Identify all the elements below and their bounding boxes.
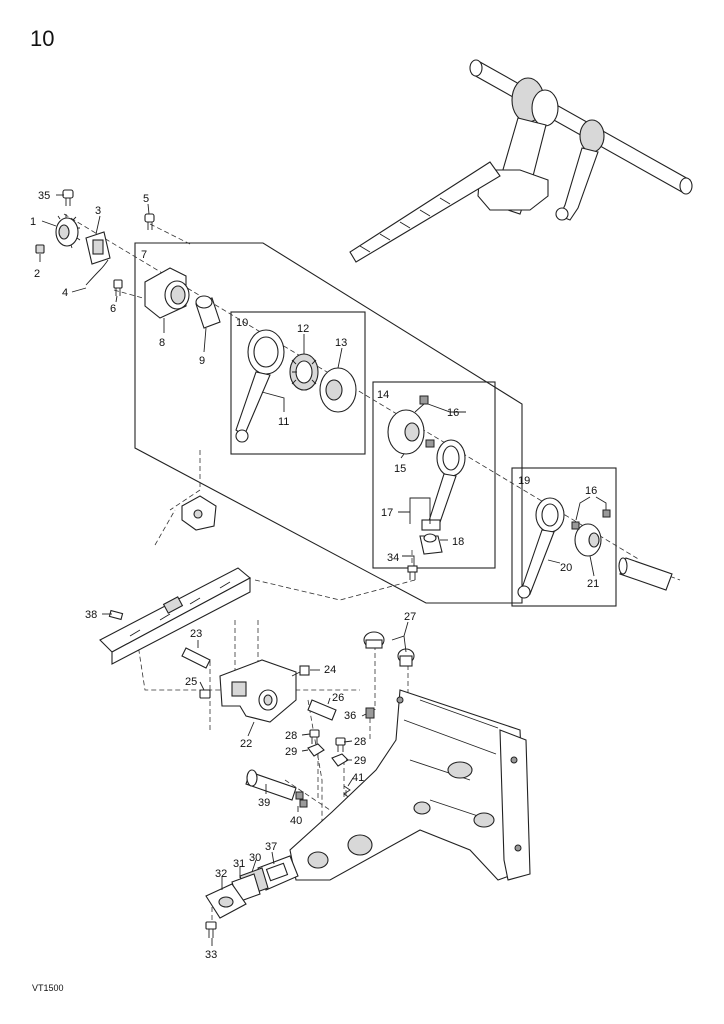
part-28-screw-b [335, 737, 346, 752]
callout-8: 8 [159, 337, 165, 349]
callout-11: 11 [278, 416, 289, 428]
part-5-screw [144, 213, 155, 230]
part-23-pin [181, 647, 211, 669]
callout-20: 20 [560, 562, 572, 574]
part-39-shaft [245, 769, 297, 801]
part-28-screw-a [309, 729, 320, 744]
part-11-conrod [235, 329, 285, 443]
part-38-rail [99, 567, 251, 665]
callout-1: 1 [30, 216, 36, 228]
part-35-screw [62, 189, 74, 206]
part-24-screw [291, 665, 310, 677]
callout-7: 7 [141, 249, 147, 261]
callout-26: 26 [332, 692, 344, 704]
callout-29a: 29 [285, 746, 297, 758]
part-21-collar [571, 509, 611, 557]
part-6-screw [113, 279, 123, 296]
part-8-flange [144, 267, 190, 319]
callout-28b: 28 [354, 736, 366, 748]
part-40-screw [295, 791, 308, 808]
callout-29b: 29 [354, 755, 366, 767]
part-29-nut-a [307, 743, 325, 757]
part-34-screw [407, 565, 418, 580]
part-20-conrod [517, 497, 565, 599]
callout-9: 9 [199, 355, 205, 367]
part-32-cover [205, 883, 247, 919]
callout-21: 21 [587, 578, 599, 590]
callout-19: 19 [518, 475, 530, 487]
callout-37: 37 [265, 841, 277, 853]
part-1-gear [55, 214, 81, 249]
part-3-cover [85, 231, 111, 265]
callout-39: 39 [258, 797, 270, 809]
callout-15: 15 [394, 463, 406, 475]
drawing-code: VT1500 [32, 983, 64, 993]
callout-32: 32 [215, 868, 227, 880]
part-29-nut-b [331, 753, 349, 767]
shaft-end [618, 557, 673, 591]
group-frame-10 [230, 311, 366, 455]
callout-41: 41 [352, 772, 364, 784]
callout-28a: 28 [285, 730, 297, 742]
callout-14: 14 [377, 389, 389, 401]
callout-18: 18 [452, 536, 464, 548]
part-27-pin-a [363, 631, 385, 649]
group-frame-7 [134, 242, 523, 604]
part-13-eccentric [319, 367, 357, 413]
callout-3: 3 [95, 205, 101, 217]
part-36-screw [365, 707, 375, 719]
part-22-bracket [219, 659, 297, 723]
part-25-screw [199, 689, 211, 699]
callout-5: 5 [143, 193, 149, 205]
part-2-setscrew [35, 244, 45, 254]
part-9-bushing [195, 295, 221, 329]
part-27-pin-b [397, 648, 415, 667]
group-frame-14 [372, 381, 496, 569]
callout-40: 40 [290, 815, 302, 827]
callout-16b: 16 [585, 485, 597, 497]
page-number: 10 [30, 26, 55, 51]
part-4-spring-wire [85, 259, 109, 286]
callout-23: 23 [190, 628, 202, 640]
group-frame-19 [511, 467, 617, 607]
callout-33: 33 [205, 949, 217, 961]
callout-36: 36 [344, 710, 356, 722]
callout-34: 34 [387, 552, 399, 564]
bracket-small [181, 495, 217, 531]
part-17-conrod [421, 439, 466, 531]
part-15-cam [387, 395, 435, 455]
callout-31: 31 [233, 858, 245, 870]
part-26-pin [307, 699, 337, 721]
callout-2: 2 [34, 268, 40, 280]
callout-38: 38 [85, 609, 97, 621]
part-18-block [419, 533, 443, 555]
callout-27: 27 [404, 611, 416, 623]
callout-22: 22 [240, 738, 252, 750]
callout-12: 12 [297, 323, 309, 335]
callout-6: 6 [110, 303, 116, 315]
callout-10: 10 [236, 317, 248, 329]
callout-25: 25 [185, 676, 197, 688]
callout-13: 13 [335, 337, 347, 349]
main-shaft-assembly [349, 59, 693, 263]
part-33-screw [205, 921, 217, 938]
callout-17: 17 [381, 507, 393, 519]
part-12-needle-bearing [289, 353, 319, 391]
callout-30: 30 [249, 852, 261, 864]
machine-frame-casting [289, 689, 531, 881]
callout-16a: 16 [447, 407, 459, 419]
callout-4: 4 [62, 287, 68, 299]
callout-numbers: 1 2 3 4 5 6 7 8 9 10 11 12 13 14 15 16 1… [30, 190, 599, 961]
callout-35: 35 [38, 190, 50, 202]
callout-24: 24 [324, 664, 336, 676]
callout-leader-lines [39, 194, 607, 946]
